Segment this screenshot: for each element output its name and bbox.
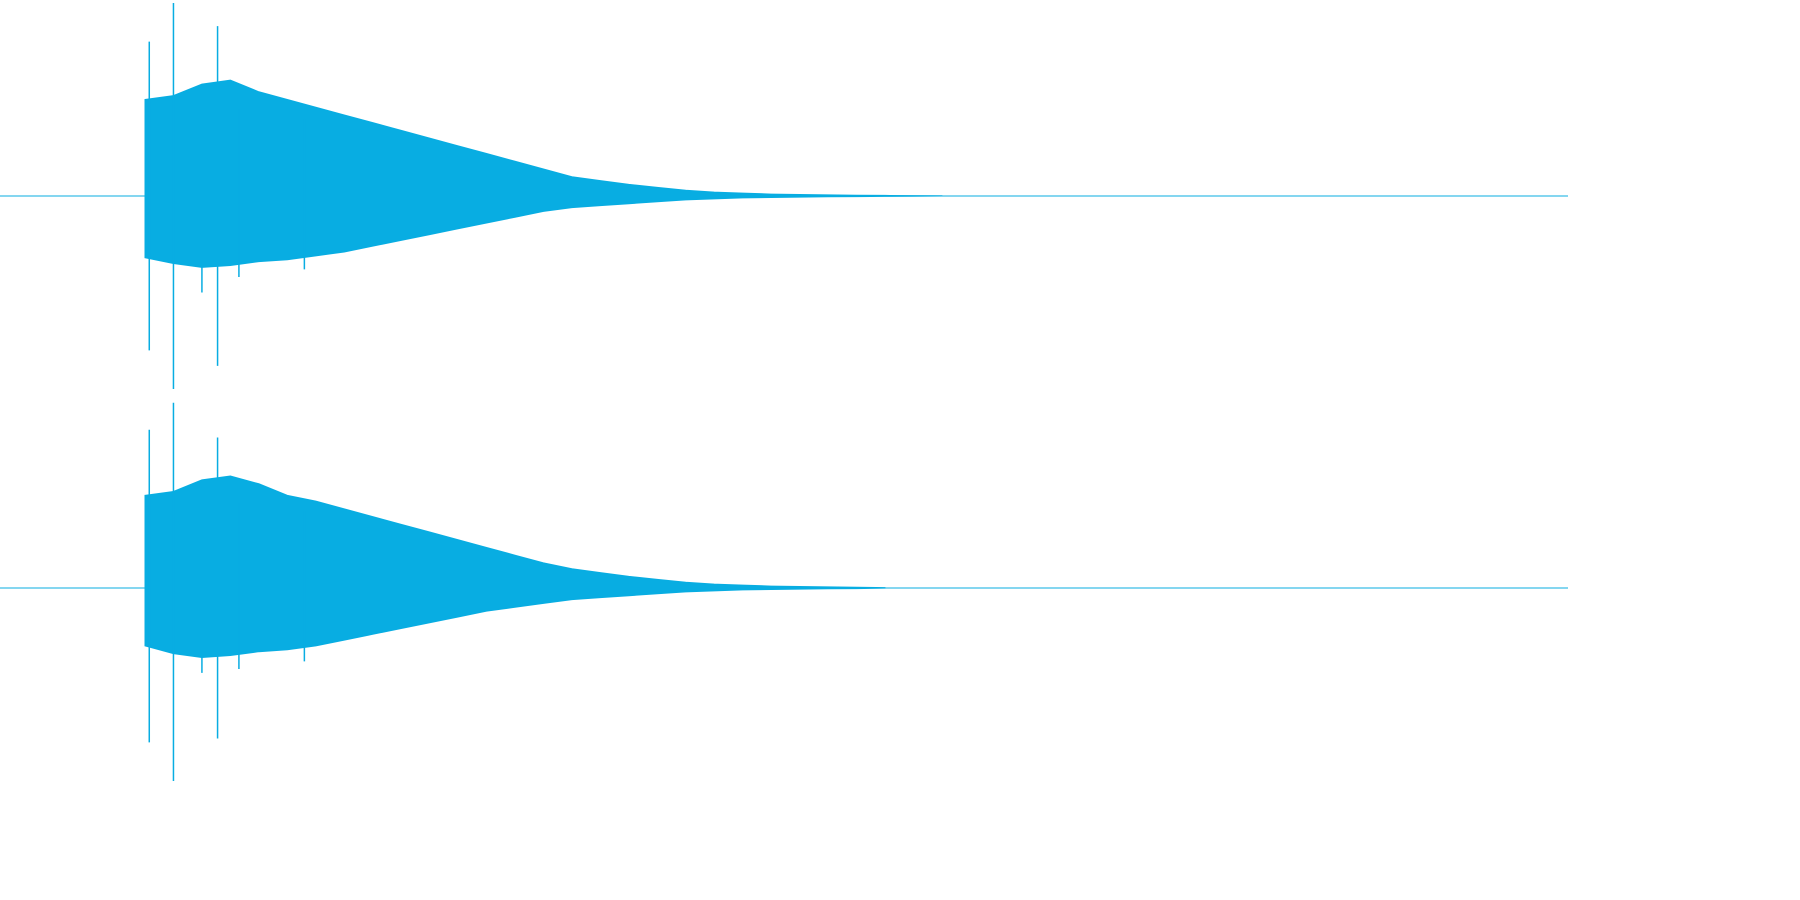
waveform-envelope (144, 79, 943, 268)
channel-1-waveform (0, 3, 1568, 389)
waveform-view (0, 3, 1568, 781)
waveform-envelope (144, 475, 886, 658)
audio-waveform (0, 3, 1568, 781)
channel-2-waveform (0, 402, 1568, 781)
